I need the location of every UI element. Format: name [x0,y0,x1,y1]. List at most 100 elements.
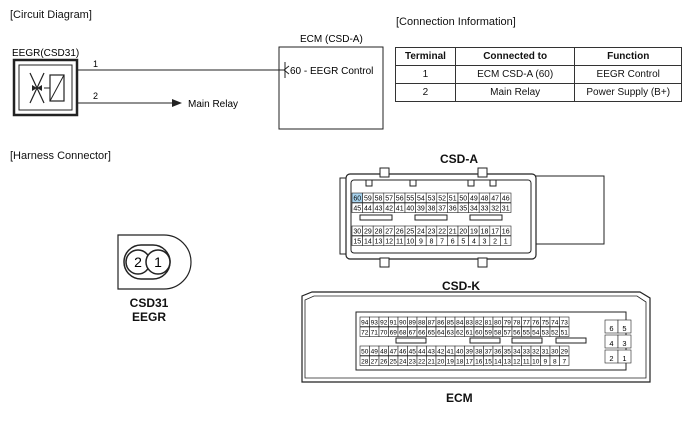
csd-a-title: CSD-A [440,152,478,166]
connector-pin-label: 58 [494,330,502,337]
connector-pin-label: 43 [375,206,383,213]
connector-pin-label: 85 [447,320,455,327]
connector-pin-label: 29 [561,349,569,356]
connector-pin-label: 55 [523,330,531,337]
connector-pin-label: 91 [390,320,398,327]
connector-pin-label: 2 [493,239,497,246]
wire-1-label: 1 [93,59,98,69]
connector-pin-label: 8 [553,359,557,366]
connector-pin-label: 33 [523,349,531,356]
main-relay-label: Main Relay [188,99,238,110]
connector-pin-label: 58 [375,196,383,203]
table-row: 2 Main Relay Power Supply (B+) [395,83,682,102]
connector-pin-label: 26 [380,359,388,366]
connector-pin-label: 37 [438,206,446,213]
connector-pin-label: 62 [456,330,464,337]
connector-pin-label: 53 [428,196,436,203]
connector-pin-label: 21 [428,359,436,366]
connector-pin-label: 64 [437,330,445,337]
connector-pin-cell [559,355,570,366]
connector-pin-label: 67 [409,330,417,337]
connector-pin-label: 27 [371,359,379,366]
connector-pin-label: 35 [459,206,467,213]
connector-pin-label: 94 [361,320,369,327]
connector-pin-label: 66 [418,330,426,337]
connector-pin-label: 49 [470,196,478,203]
connector-pin-cell [500,235,512,246]
connector-pin-label: 78 [513,320,521,327]
eegr-connector: 2 1 [117,234,192,290]
connector-pin-label: 10 [406,239,414,246]
connector-pin-label: 61 [466,330,474,337]
connector-pin-label: 79 [504,320,512,327]
connector-pin-label: 77 [523,320,531,327]
connector-pin-label: 40 [456,349,464,356]
connector-pin-label: 28 [375,229,383,236]
connector-pin-label: 27 [385,229,393,236]
ecm-box-title: ECM (CSD-A) [300,34,363,45]
connector-pin-label: 87 [428,320,436,327]
connector-pin-label: 44 [364,206,372,213]
connector-pin-label: 15 [485,359,493,366]
eegr-component-label: EEGR(CSD31) [12,48,79,59]
table-cell: 2 [395,83,456,102]
ecm-box [278,46,384,130]
connector-pin-label: 88 [418,320,426,327]
circuit-diagram-title: [Circuit Diagram] [10,9,92,21]
connector-pin-label: 48 [380,349,388,356]
connector-pin-label: 6 [451,239,455,246]
table-header: Terminal [395,47,456,66]
connector-pin-label: 13 [375,239,383,246]
connector-pin-label: 42 [437,349,445,356]
connector-pin-label: 16 [502,229,510,236]
connector-pin-label: 38 [428,206,436,213]
connector-pin-label: 3 [622,339,626,348]
connector-pin-label: 22 [418,359,426,366]
connector-pin-cell [617,334,632,349]
eegr-pin: 2 [134,254,142,270]
connector-pin-label: 89 [409,320,417,327]
connector-pin-label: 20 [459,229,467,236]
connector-pin-label: 39 [417,206,425,213]
connector-pin-label: 20 [437,359,445,366]
connector-pin-label: 71 [371,330,379,337]
connector-pin-label: 83 [466,320,474,327]
connector-pin-label: 33 [481,206,489,213]
table-cell: Main Relay [454,83,576,102]
connector-pin-label: 41 [396,206,404,213]
connector-pin-label: 25 [390,359,398,366]
connector-pin-label: 51 [449,196,457,203]
connector-pin-label: 11 [523,359,530,366]
connector-pin-label: 37 [485,349,493,356]
connector-pin-label: 57 [385,196,393,203]
connector-pin-label: 32 [491,206,499,213]
connector-pin-label: 23 [428,229,436,236]
table-header: Connected to [454,47,576,66]
connector-pin-label: 59 [485,330,493,337]
connector-pin-label: 43 [428,349,436,356]
connector-pin-cell [500,225,512,236]
connector-pin-label: 28 [361,359,369,366]
connector-pin-label: 69 [390,330,398,337]
connector-pin-label: 22 [438,229,446,236]
connector-pin-label: 31 [502,206,510,213]
table-header-row: Terminal Connected to Function [395,47,682,66]
ecm-pin-label: 60 - EEGR Control [290,66,373,77]
eegr-pin: 1 [154,254,162,270]
connector-pin-label: 36 [449,206,457,213]
connector-pin-label: 17 [466,359,474,366]
connector-pin-cell [559,326,570,337]
connector-pin-label: 65 [428,330,436,337]
connector-pin-label: 30 [353,229,361,236]
connector-pin-label: 10 [532,359,540,366]
connector-pin-label: 76 [532,320,540,327]
connection-info-title: [Connection Information] [396,16,516,28]
connector-pin-label: 40 [406,206,414,213]
connector-pin-label: 7 [440,239,444,246]
connector-pin-label: 56 [513,330,521,337]
connector-pin-label: 19 [447,359,455,366]
connector-pin-label: 46 [502,196,510,203]
connector-pin-label: 47 [491,196,499,203]
